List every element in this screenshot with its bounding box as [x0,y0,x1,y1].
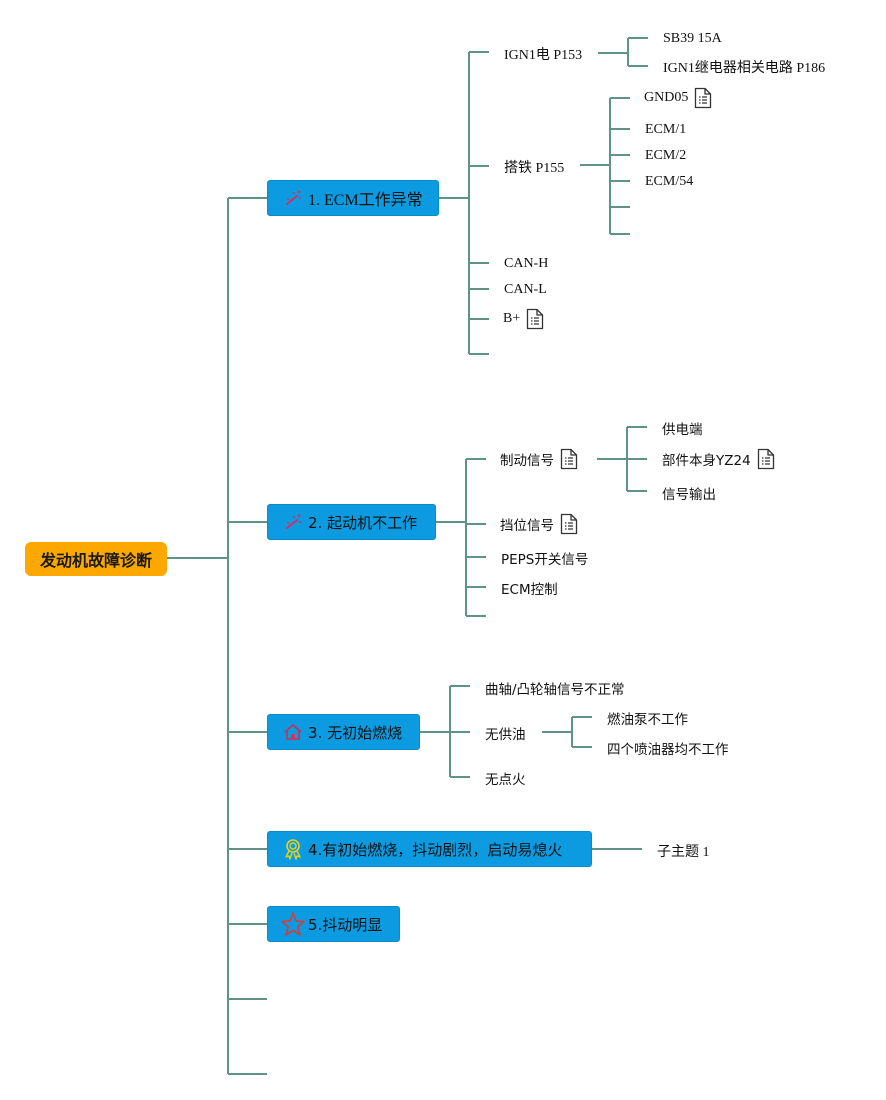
subtopic-label: CAN-H [504,256,549,271]
subtopic-power-supply[interactable]: 供电端 [662,418,703,438]
subtopic-component-yz24[interactable]: 部件本身YZ24 [662,447,775,471]
main-topic-1[interactable]: 1. ECM工作异常 [267,180,439,216]
subtopic-label: SB39 15A [663,31,722,46]
subtopic-ecm2[interactable]: ECM/2 [645,146,686,166]
subtopic-label: IGN1继电器相关电路 P186 [663,61,826,76]
subtopic-sb39[interactable]: SB39 15A [663,29,722,49]
subtopic-gnd05[interactable]: GND05 [644,86,712,110]
main-topic-label: 4.有初始燃烧，抖动剧烈，启动易熄火 [308,840,563,859]
subtopic-label: 挡位信号 [500,518,554,534]
subtopic-label: 搭铁 P155 [504,161,565,176]
subtopic-ign1-relay[interactable]: IGN1继电器相关电路 P186 [663,57,825,77]
subtopic-label: 供电端 [662,422,703,438]
home-icon [282,721,304,743]
main-topic-5[interactable]: 5.抖动明显 [267,906,400,942]
subtopic-label: GND05 [644,90,689,105]
subtopic-label: 部件本身YZ24 [662,453,751,469]
subtopic-label: 子主题 1 [657,845,710,860]
subtopic-label: 曲轴/凸轮轴信号不正常 [485,682,625,698]
subtopic-ecm1[interactable]: ECM/1 [645,120,686,140]
note-icon[interactable] [757,448,775,470]
subtopic-label: 燃油泵不工作 [607,712,688,728]
main-topic-2[interactable]: 2. 起动机不工作 [267,504,436,540]
note-icon[interactable] [560,513,578,535]
main-topic-label: 5.抖动明显 [308,915,383,934]
subtopic-label: ECM/54 [645,174,694,189]
note-icon[interactable] [560,448,578,470]
note-icon[interactable] [694,87,712,109]
subtopic-label: 无供油 [485,727,526,743]
subtopic-signal-output[interactable]: 信号输出 [662,483,716,503]
subtopic-injectors[interactable]: 四个喷油器均不工作 [607,738,729,758]
subtopic-label: 四个喷油器均不工作 [607,742,729,758]
subtopic-no-fuel[interactable]: 无供油 [485,723,526,743]
subtopic-label: ECM控制 [501,582,558,598]
subtopic-label: CAN-L [504,282,547,297]
subtopic-label: ECM/2 [645,148,687,163]
main-topic-3[interactable]: 3. 无初始燃烧 [267,714,420,750]
subtopic-can-h[interactable]: CAN-H [504,254,548,274]
subtopic-label: 无点火 [485,772,526,788]
subtopic-b-plus[interactable]: B+ [503,307,544,331]
subtopic-gear-signal[interactable]: 挡位信号 [500,512,578,536]
subtopic-label: B+ [503,311,521,326]
subtopic-no-ignition[interactable]: 无点火 [485,768,526,788]
subtopic-label: PEPS开关信号 [501,552,589,568]
award-icon [282,838,304,860]
subtopic-brake-signal[interactable]: 制动信号 [500,447,578,471]
main-topic-label: 1. ECM工作异常 [308,192,423,209]
subtopic-ecm54[interactable]: ECM/54 [645,172,693,192]
subtopic-ign1[interactable]: IGN1电 P153 [504,44,582,64]
subtopic-peps-switch[interactable]: PEPS开关信号 [501,548,588,568]
subtopic-label: 制动信号 [500,453,554,469]
subtopic-fuel-pump[interactable]: 燃油泵不工作 [607,708,688,728]
main-topic-4[interactable]: 4.有初始燃烧，抖动剧烈，启动易熄火 [267,831,592,867]
subtopic-label: 信号输出 [662,487,716,503]
root-topic[interactable]: 发动机故障诊断 [25,542,167,576]
wand-icon [282,511,304,533]
main-topic-label: 3. 无初始燃烧 [308,723,403,742]
root-topic-label: 发动机故障诊断 [39,551,152,570]
note-icon[interactable] [526,308,544,330]
wand-icon [282,187,304,209]
subtopic-ecm-control[interactable]: ECM控制 [501,578,558,598]
subtopic-1[interactable]: 子主题 1 [657,841,710,861]
subtopic-label: IGN1电 P153 [504,48,583,63]
star-icon [280,911,306,937]
subtopic-ground[interactable]: 搭铁 P155 [504,157,564,177]
subtopic-can-l[interactable]: CAN-L [504,280,547,300]
main-topic-label: 2. 起动机不工作 [308,513,418,532]
subtopic-label: ECM/1 [645,122,687,137]
subtopic-crank-cam-signal[interactable]: 曲轴/凸轮轴信号不正常 [485,678,625,698]
